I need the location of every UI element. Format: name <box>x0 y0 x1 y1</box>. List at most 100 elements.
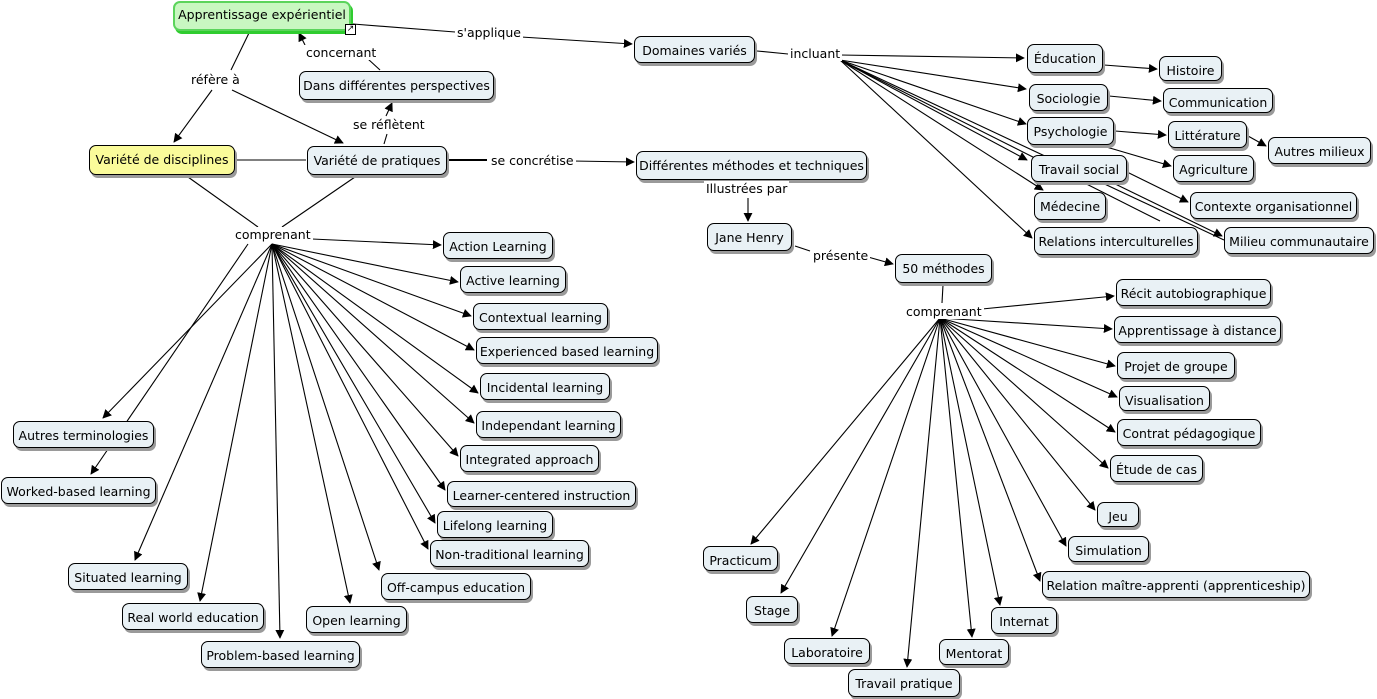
node-apprentissage-experientiel[interactable]: Apprentissage expérientiel <box>173 1 351 31</box>
node-apprentissage-a-distance[interactable]: Apprentissage à distance <box>1114 316 1281 343</box>
node-histoire[interactable]: Histoire <box>1159 56 1222 81</box>
label-concernant: concernant <box>304 45 379 60</box>
connector-line <box>383 133 388 145</box>
node-incidental-learning[interactable]: Incidental learning <box>480 373 610 400</box>
node-jeu[interactable]: Jeu <box>1097 502 1139 527</box>
connector-line <box>281 176 356 228</box>
node-jane-henry[interactable]: Jane Henry <box>707 223 792 251</box>
connector-line <box>271 243 446 491</box>
node-education[interactable]: Éducation <box>1027 44 1103 73</box>
connector-line <box>1126 171 1189 203</box>
node-active-learning[interactable]: Active learning <box>460 266 566 293</box>
connector-line <box>1114 129 1167 139</box>
node-communication[interactable]: Communication <box>1163 88 1273 113</box>
node-psychologie[interactable]: Psychologie <box>1027 117 1114 145</box>
node-milieu-communautaire[interactable]: Milieu communautaire <box>1224 227 1374 254</box>
connector-line <box>1103 63 1158 73</box>
label-presente: présente <box>811 248 871 263</box>
connector-line <box>231 89 344 144</box>
connector-line <box>271 243 285 639</box>
node-etude-de-cas[interactable]: Étude de cas <box>1110 455 1203 482</box>
connector-line <box>173 89 213 143</box>
node-autres-milieux[interactable]: Autres milieux <box>1268 137 1371 164</box>
node-projet-de-groupe[interactable]: Projet de groupe <box>1117 352 1235 379</box>
connector-line <box>271 243 475 424</box>
node-experienced-based-learning[interactable]: Experienced based learning <box>476 337 658 364</box>
connector-line <box>102 243 273 419</box>
node-worked-based-learning[interactable]: Worked-based learning <box>1 477 156 504</box>
label-comprenant-right: comprenant <box>904 304 984 319</box>
connector-line <box>903 317 941 668</box>
node-independant-learning[interactable]: Independant learning <box>476 411 621 438</box>
label-comprenant-left: comprenant <box>233 227 313 242</box>
node-contextual-learning[interactable]: Contextual learning <box>473 303 608 330</box>
node-situated-learning[interactable]: Situated learning <box>68 563 188 590</box>
connector-line <box>839 59 1033 239</box>
node-medecine[interactable]: Médecine <box>1034 192 1106 220</box>
connector-line <box>271 243 429 550</box>
connector-line <box>271 243 479 394</box>
node-contexte-organisationnel[interactable]: Contexte organisationnel <box>1190 192 1357 219</box>
node-domaines-varies[interactable]: Domaines variés <box>634 36 755 63</box>
node-dans-differentes-perspectives[interactable]: Dans différentes perspectives <box>299 71 494 100</box>
node-travail-pratique[interactable]: Travail pratique <box>848 669 960 697</box>
connector-line <box>271 243 475 351</box>
connector-line <box>981 292 1115 310</box>
node-lifelong-learning[interactable]: Lifelong learning <box>437 511 553 538</box>
connector-line <box>780 317 941 594</box>
connector-line <box>298 32 307 46</box>
connector-line <box>839 59 1161 222</box>
external-link-icon[interactable]: ↗ <box>345 24 356 35</box>
label-se-concretise: se concrétise <box>489 153 576 168</box>
connector-line <box>939 317 976 638</box>
node-mentorat[interactable]: Mentorat <box>939 639 1009 665</box>
node-50-methodes[interactable]: 50 méthodes <box>895 254 992 283</box>
node-practicum[interactable]: Practicum <box>703 546 778 571</box>
node-agriculture[interactable]: Agriculture <box>1173 155 1254 182</box>
node-relations-interculturelles[interactable]: Relations interculturelles <box>1034 227 1198 255</box>
connector-line <box>1106 179 1223 237</box>
node-non-traditional-learning[interactable]: Non-traditional learning <box>430 540 589 567</box>
connector-line <box>939 317 1003 606</box>
node-variete-de-disciplines[interactable]: Variété de disciplines <box>89 145 235 175</box>
connector-line <box>939 317 1116 369</box>
node-contrat-pedagogique[interactable]: Contrat pédagogique <box>1117 419 1261 446</box>
node-differentes-methodes[interactable]: Différentes méthodes et techniques <box>636 151 867 180</box>
connector-line <box>1102 145 1172 169</box>
node-integrated-approach[interactable]: Integrated approach <box>460 445 599 472</box>
node-stage[interactable]: Stage <box>746 596 798 623</box>
connector-line <box>839 53 1025 63</box>
node-real-world-education[interactable]: Real world education <box>122 603 264 630</box>
connector-line <box>352 23 456 33</box>
connector-line <box>271 243 353 604</box>
connector-line <box>1108 95 1162 105</box>
node-open-learning[interactable]: Open learning <box>306 606 407 633</box>
node-off-campus-education[interactable]: Off-campus education <box>381 573 531 600</box>
connector-line <box>271 243 436 524</box>
node-laboratoire[interactable]: Laboratoire <box>784 638 870 664</box>
node-internat[interactable]: Internat <box>991 607 1057 634</box>
node-variete-de-pratiques[interactable]: Variété de pratiques <box>307 146 447 175</box>
connector-line <box>867 256 894 267</box>
connector-line <box>271 243 472 318</box>
connector-line <box>571 157 635 167</box>
node-recit-autobiographique[interactable]: Récit autobiographique <box>1116 279 1271 306</box>
connector-line <box>939 317 1116 433</box>
node-autres-terminologies[interactable]: Autres terminologies <box>13 421 154 448</box>
node-litterature[interactable]: Littérature <box>1168 121 1247 148</box>
node-problem-based-learning[interactable]: Problem-based learning <box>201 641 360 668</box>
connector-line <box>839 59 1027 93</box>
node-visualisation[interactable]: Visualisation <box>1119 386 1210 411</box>
connector-line <box>839 59 1225 241</box>
node-learner-centered-instruction[interactable]: Learner-centered instruction <box>447 481 636 507</box>
node-travail-social[interactable]: Travail social <box>1031 155 1127 182</box>
node-action-learning[interactable]: Action Learning <box>443 232 553 259</box>
connector-line <box>939 317 1113 333</box>
label-incluant: incluant <box>788 46 843 61</box>
connector-line <box>134 243 273 561</box>
node-simulation[interactable]: Simulation <box>1068 536 1149 562</box>
node-sociologie[interactable]: Sociologie <box>1029 84 1108 111</box>
node-relation-maitre-apprenti[interactable]: Relation maître-apprenti (apprenticeship… <box>1042 571 1310 598</box>
